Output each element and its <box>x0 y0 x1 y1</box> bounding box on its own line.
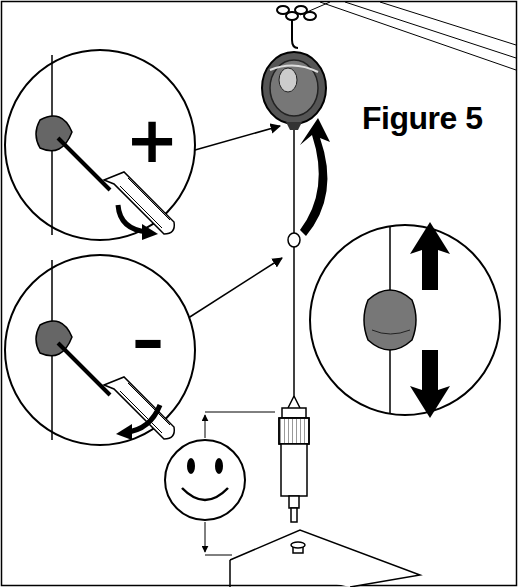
ceiling-beam <box>300 2 516 70</box>
cable-stopper <box>288 233 300 247</box>
hanging-tool <box>279 396 309 522</box>
leader-arrow <box>182 258 282 322</box>
workpiece <box>230 530 420 587</box>
cable <box>293 130 295 396</box>
leader-arrow <box>188 126 280 152</box>
smiley-symbol <box>165 440 245 520</box>
move-arrow <box>300 118 330 236</box>
zoom-slide <box>310 222 500 418</box>
figure-title: Figure 5 <box>362 102 482 134</box>
chain <box>277 6 316 48</box>
balancer-body <box>262 52 326 130</box>
zoom-tighten <box>5 50 195 240</box>
loosen-sign: – <box>132 308 164 372</box>
zoom-loosen <box>5 255 195 445</box>
tighten-sign: + <box>125 108 179 172</box>
